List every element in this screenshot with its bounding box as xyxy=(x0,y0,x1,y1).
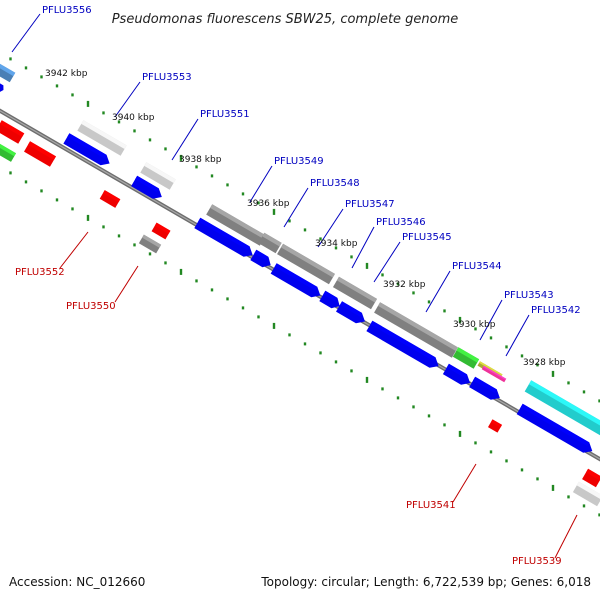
cds-right-red xyxy=(582,468,600,488)
cds-pflu3548 xyxy=(250,249,271,268)
gene-label-pflu3541: PFLU3541 xyxy=(406,500,456,511)
gene-pflu3550 xyxy=(138,234,162,254)
genome-summary-text: Topology: circular; Length: 6,722,539 bp… xyxy=(260,575,591,589)
gene-features xyxy=(0,61,600,507)
scale-label-3938: 3938 kbp xyxy=(179,155,222,165)
callout-pflu3546 xyxy=(351,226,375,269)
callout-pflu3539 xyxy=(554,514,578,559)
gene-label-pflu3550: PFLU3550 xyxy=(66,301,116,312)
callout-pflu3544 xyxy=(425,270,451,313)
gene-pflu3543-b xyxy=(481,365,507,383)
gene-pflu3546 xyxy=(332,276,378,310)
callout-pflu3547 xyxy=(317,208,344,248)
callout-pflu3551 xyxy=(171,118,199,161)
map-title: Pseudomonas fluorescens SBW25, complete … xyxy=(112,12,459,27)
gene-left-green xyxy=(0,142,17,162)
callout-pflu3548 xyxy=(283,187,309,228)
gene-pflu3548 xyxy=(258,232,282,254)
callout-pflu3556 xyxy=(11,13,41,53)
cds-pflu3551 xyxy=(131,175,162,199)
gene-label-pflu3544: PFLU3544 xyxy=(452,261,502,272)
gene-pflu3551 xyxy=(140,162,176,190)
gene-pflu3547 xyxy=(277,243,335,285)
cds-pflu3541 xyxy=(487,419,503,433)
gene-label-pflu3556: PFLU3556 xyxy=(42,5,92,16)
gene-pflu3553 xyxy=(77,120,127,156)
callout-pflu3552 xyxy=(59,231,89,269)
gene-labels-top: PFLU3556 PFLU3553 PFLU3551 PFLU3549 PFLU… xyxy=(42,5,581,316)
gene-pflu3544 xyxy=(452,347,480,369)
gene-label-pflu3548: PFLU3548 xyxy=(310,178,360,189)
callout-pflu3541 xyxy=(452,463,477,503)
gene-label-pflu3543: PFLU3543 xyxy=(504,290,554,301)
cds-left-red-1 xyxy=(0,120,25,144)
callout-pflu3543 xyxy=(479,299,503,341)
callout-pflu3545 xyxy=(373,241,401,283)
gene-label-pflu3539: PFLU3539 xyxy=(512,556,562,567)
cds-pflu3542 xyxy=(516,403,593,453)
cds-pflu3550-red xyxy=(151,222,171,240)
gene-label-pflu3553: PFLU3553 xyxy=(142,72,192,83)
gene-pflu3549 xyxy=(206,204,266,246)
callout-pflu3549 xyxy=(249,165,273,203)
gene-label-pflu3551: PFLU3551 xyxy=(200,109,250,120)
cds-left-red-2 xyxy=(24,141,56,167)
scale-label-3928: 3928 kbp xyxy=(523,358,566,368)
accession-text: Accession: NC_012660 xyxy=(9,575,145,589)
cds-pflu3547 xyxy=(270,263,321,298)
gene-label-pflu3547: PFLU3547 xyxy=(345,199,395,210)
scale-label-3942: 3942 kbp xyxy=(45,69,88,79)
gene-label-pflu3546: PFLU3546 xyxy=(376,217,426,228)
callout-pflu3550 xyxy=(114,265,139,303)
gene-pflu3556 xyxy=(0,61,16,83)
cds-pflu3553 xyxy=(63,133,110,166)
callout-pflu3542 xyxy=(505,314,530,357)
label-callouts xyxy=(11,13,578,559)
cds-pflu3549 xyxy=(194,217,253,257)
gene-label-pflu3545: PFLU3545 xyxy=(402,232,452,243)
scale-label-3930: 3930 kbp xyxy=(453,320,496,330)
cds-pflu3545 xyxy=(366,320,439,368)
cds-pflu3543 xyxy=(469,376,500,400)
gene-label-pflu3542: PFLU3542 xyxy=(531,305,581,316)
gene-label-pflu3552: PFLU3552 xyxy=(15,267,65,278)
callout-pflu3553 xyxy=(114,81,141,118)
scale-label-3932: 3932 kbp xyxy=(383,280,426,290)
cds-pflu3546 xyxy=(336,301,365,324)
cds-pflu3556 xyxy=(0,82,4,93)
cds-pflu3547-b xyxy=(319,290,340,309)
gene-pflu3539 xyxy=(572,481,600,507)
gene-label-pflu3549: PFLU3549 xyxy=(274,156,324,167)
scale-labels: 3942 kbp 3940 kbp 3938 kbp 3936 kbp 3934… xyxy=(45,69,566,368)
gene-labels-bottom: PFLU3552 PFLU3550 PFLU3541 PFLU3539 xyxy=(15,267,562,567)
cds-pflu3544 xyxy=(442,363,471,385)
scale-label-3940: 3940 kbp xyxy=(112,113,155,123)
gene-pflu3542 xyxy=(524,380,600,436)
scale-label-3934: 3934 kbp xyxy=(315,239,358,249)
tick-track-bottom xyxy=(9,171,600,517)
scale-label-3936: 3936 kbp xyxy=(247,199,290,209)
gene-pflu3545 xyxy=(374,302,458,358)
cds-pflu3552 xyxy=(99,190,121,208)
